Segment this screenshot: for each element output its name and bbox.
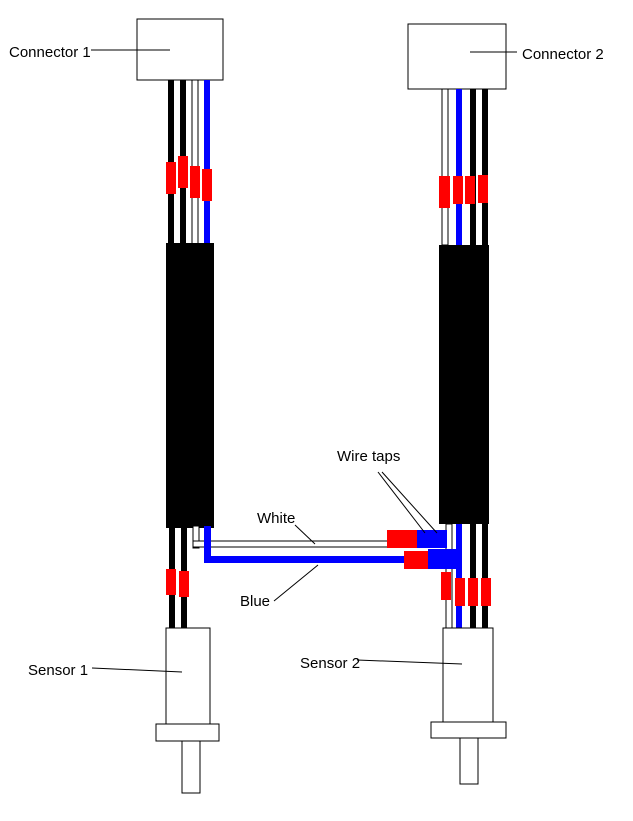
blue-label: Blue <box>240 593 270 610</box>
right-lower-splices <box>441 572 491 606</box>
right-upper-wires <box>441 88 488 246</box>
splice <box>179 571 189 597</box>
white-wire-vertical <box>192 525 200 549</box>
right-sleeve <box>439 245 489 524</box>
left-sleeve <box>166 243 214 528</box>
right-lower-wires <box>445 523 488 629</box>
right-upper-splices <box>439 175 488 208</box>
splice <box>190 166 200 198</box>
leader-lines <box>91 49 517 673</box>
wire-taps-leader-b <box>381 471 438 534</box>
splice <box>166 162 176 194</box>
connector-2-box <box>407 23 507 90</box>
cross-wires <box>192 525 456 569</box>
white-leader <box>294 524 316 545</box>
splice <box>453 176 463 204</box>
sensor-2-body <box>442 627 494 723</box>
sensor-1-label: Sensor 1 <box>28 662 88 679</box>
blue-tap-blue <box>428 549 456 569</box>
sensor-1-flange <box>155 723 220 742</box>
blue-wire-vertical <box>204 526 211 563</box>
sensor-2-label: Sensor 2 <box>300 655 360 672</box>
splice <box>439 176 450 208</box>
white-tap-blue <box>417 530 447 548</box>
left-upper-splices <box>166 156 212 201</box>
splice <box>202 169 212 201</box>
sensor-2-tip <box>459 737 479 785</box>
right-harness <box>407 23 507 785</box>
sensor-2-leader <box>356 659 463 665</box>
white-tap-red <box>387 530 417 548</box>
splice <box>178 156 188 188</box>
blue-leader <box>273 564 319 602</box>
wire-taps-label: Wire taps <box>337 448 400 465</box>
connector-1-label: Connector 1 <box>9 44 91 61</box>
blue-wire-horizontal <box>204 556 407 563</box>
wire-taps-leader-a <box>377 471 426 534</box>
white-label: White <box>257 510 295 527</box>
white-wire-horizontal <box>192 540 392 548</box>
blue-tap-red <box>404 551 428 569</box>
sensor-1-tip <box>181 740 201 794</box>
splice <box>465 176 475 204</box>
splice <box>441 572 451 600</box>
sensor-2-flange <box>430 721 507 739</box>
left-lower-splices <box>166 569 189 597</box>
splice <box>166 569 176 595</box>
splice <box>468 578 478 606</box>
splice <box>481 578 491 606</box>
connector-2-label: Connector 2 <box>522 46 604 63</box>
left-harness <box>136 18 224 794</box>
splice <box>478 175 488 203</box>
splice <box>455 578 465 606</box>
sensor-1-body <box>165 627 211 725</box>
sensor-1-leader <box>91 667 183 673</box>
